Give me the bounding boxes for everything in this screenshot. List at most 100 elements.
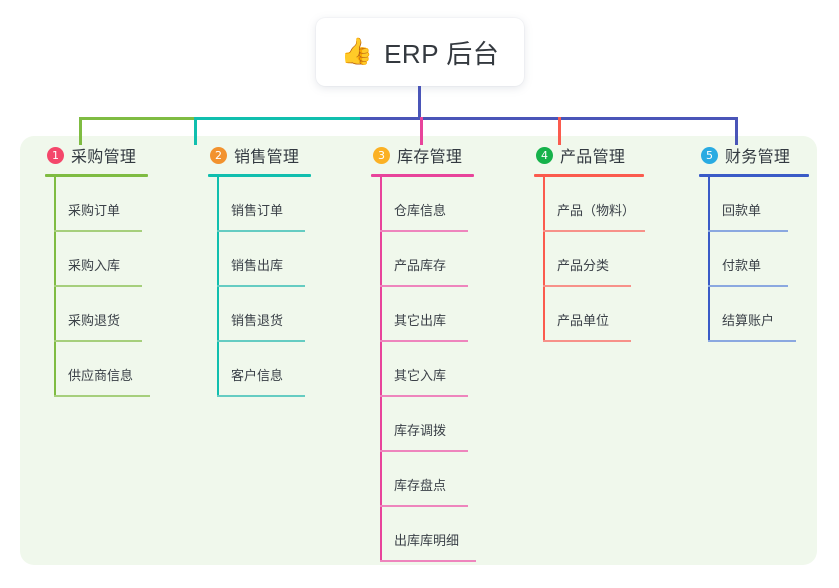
branch-item-label: 产品库存	[394, 258, 447, 273]
branch-item[interactable]: 销售退货	[217, 287, 368, 342]
branch-item[interactable]: 采购入库	[54, 232, 205, 287]
branch-header-1[interactable]: 1 采购管理	[45, 143, 205, 167]
branch-item[interactable]: 其它入库	[380, 342, 531, 397]
branch-item-label: 产品（物料）	[557, 203, 636, 218]
branch-item[interactable]: 仓库信息	[380, 177, 531, 232]
connector-drop	[558, 117, 561, 145]
branch-item[interactable]: 供应商信息	[54, 342, 205, 397]
branch-item-underline	[54, 395, 150, 397]
branch-title: 库存管理	[397, 149, 463, 166]
branch-title: 产品管理	[560, 149, 626, 166]
branch-header-underline	[45, 174, 148, 177]
connector-drop	[420, 117, 423, 145]
connector-drop	[79, 117, 82, 145]
branch-item-underline	[380, 395, 468, 397]
branch-item-label: 其它出库	[394, 313, 447, 328]
branch-item-underline	[380, 230, 468, 232]
branch-item-label: 库存调拨	[394, 423, 447, 438]
branch-item[interactable]: 库存盘点	[380, 452, 531, 507]
branch-item-underline	[708, 230, 788, 232]
branch-column-3: 3 库存管理仓库信息产品库存其它出库其它入库库存调拨库存盘点出库库明细	[371, 143, 531, 562]
branch-item[interactable]: 库存调拨	[380, 397, 531, 452]
branch-spine	[54, 177, 56, 397]
branch-item-underline	[380, 505, 468, 507]
root-node-card[interactable]: 👍 ERP 后台	[316, 18, 524, 86]
branch-item[interactable]: 销售订单	[217, 177, 368, 232]
branch-title: 财务管理	[725, 149, 791, 166]
branch-item-underline	[217, 285, 305, 287]
branch-item[interactable]: 产品分类	[543, 232, 694, 287]
branch-item[interactable]: 其它出库	[380, 287, 531, 342]
branches-panel	[20, 136, 817, 565]
branch-item-underline	[217, 230, 305, 232]
branch-item-label: 产品单位	[557, 313, 610, 328]
branch-item-underline	[543, 340, 631, 342]
branch-header-underline	[371, 174, 474, 177]
branch-item-underline	[54, 230, 142, 232]
branch-item-label: 采购订单	[68, 203, 121, 218]
connector-trunk	[418, 86, 421, 120]
branch-item-underline	[217, 340, 305, 342]
branch-item-label: 采购退货	[68, 313, 121, 328]
branch-item[interactable]: 产品（物料）	[543, 177, 694, 232]
branch-item[interactable]: 客户信息	[217, 342, 368, 397]
branch-item-underline	[380, 450, 468, 452]
branch-item[interactable]: 付款单	[708, 232, 839, 287]
branch-item-label: 其它入库	[394, 368, 447, 383]
branch-number-badge: 1	[47, 146, 64, 164]
branch-item[interactable]: 出库库明细	[380, 507, 531, 562]
branch-items: 产品（物料） 产品分类产品单位	[543, 177, 694, 342]
branch-spine	[543, 177, 545, 342]
branch-header-underline	[208, 174, 311, 177]
branch-item[interactable]: 销售出库	[217, 232, 368, 287]
branch-item-label: 销售出库	[231, 258, 284, 273]
branch-item[interactable]: 结算账户	[708, 287, 839, 342]
branch-header-underline	[534, 174, 644, 177]
branch-header-3[interactable]: 3 库存管理	[371, 143, 531, 167]
branch-title: 采购管理	[71, 149, 137, 166]
branch-item-label: 结算账户	[722, 313, 775, 328]
branch-header-5[interactable]: 5 财务管理	[699, 143, 839, 167]
branch-column-5: 5 财务管理回款单付款单结算账户	[699, 143, 839, 342]
branch-item[interactable]: 回款单	[708, 177, 839, 232]
branch-number-badge: 3	[373, 146, 390, 164]
branch-item[interactable]: 产品库存	[380, 232, 531, 287]
connector-drop	[735, 117, 738, 145]
branch-number-badge: 4	[536, 146, 553, 164]
branch-item-underline	[543, 230, 645, 232]
branch-items: 销售订单销售出库销售退货客户信息	[217, 177, 368, 397]
branch-items: 回款单付款单结算账户	[708, 177, 839, 342]
thumbs-up-icon: 👍	[340, 36, 374, 66]
branch-title: 销售管理	[234, 149, 300, 166]
branch-header-underline	[699, 174, 809, 177]
branch-item-label: 出库库明细	[394, 533, 460, 548]
branch-item-label: 回款单	[722, 203, 762, 218]
branch-item[interactable]: 采购退货	[54, 287, 205, 342]
branch-item-underline	[54, 285, 142, 287]
branch-header-4[interactable]: 4 产品管理	[534, 143, 694, 167]
branch-item-label: 客户信息	[231, 368, 284, 383]
branch-item[interactable]: 产品单位	[543, 287, 694, 342]
branch-item-label: 供应商信息	[68, 368, 134, 383]
branch-item[interactable]: 采购订单	[54, 177, 205, 232]
branch-item-underline	[708, 285, 788, 287]
connector-bar-segment	[360, 117, 736, 120]
connector-bar-segment	[194, 117, 360, 120]
branch-item-label: 采购入库	[68, 258, 121, 273]
branch-item-underline	[217, 395, 305, 397]
connector-bar-segment	[79, 117, 194, 120]
branch-items: 仓库信息产品库存其它出库其它入库库存调拨库存盘点出库库明细	[380, 177, 531, 562]
branch-item-underline	[54, 340, 142, 342]
branch-column-4: 4 产品管理产品（物料） 产品分类产品单位	[534, 143, 694, 342]
branch-number-badge: 5	[701, 146, 718, 164]
branch-item-label: 产品分类	[557, 258, 610, 273]
branch-item-label: 库存盘点	[394, 478, 447, 493]
branch-item-label: 销售订单	[231, 203, 284, 218]
branch-spine	[217, 177, 219, 397]
branch-item-label: 付款单	[722, 258, 762, 273]
branch-spine	[708, 177, 710, 342]
branch-items: 采购订单采购入库采购退货供应商信息	[54, 177, 205, 397]
